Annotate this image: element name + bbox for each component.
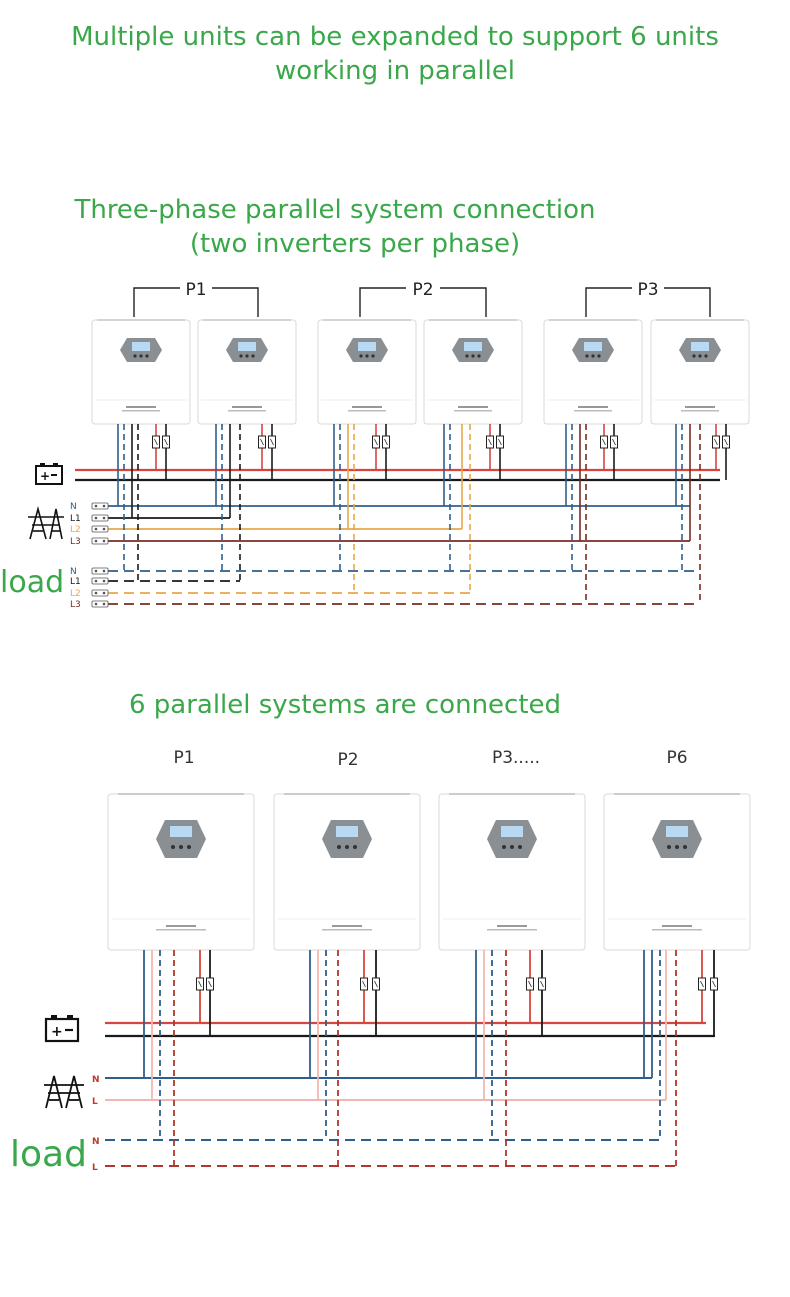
load-label-l2: L2 <box>70 589 81 599</box>
grid-label-l3: L3 <box>70 537 81 547</box>
svg-text:+: + <box>40 469 50 483</box>
power-tower-icon <box>44 1075 84 1109</box>
grid-label-l2: L2 <box>70 525 81 535</box>
phase-label-p2: P2 <box>412 280 433 300</box>
load-label-l1: L1 <box>70 577 81 587</box>
header-line-1: Multiple units can be expanded to suppor… <box>71 22 719 52</box>
inverter-unit <box>423 319 523 425</box>
grid-label-n: N <box>92 1075 100 1085</box>
power-tower-icon <box>28 505 64 540</box>
battery-icon: + <box>35 463 63 485</box>
inverter-unit <box>438 793 586 951</box>
phase-label-p1: P1 <box>185 280 206 300</box>
grid-label-l: L <box>92 1097 98 1107</box>
six-parallel-diagram: P1 P2 P3..... P6 <box>10 748 751 1175</box>
inverter-unit <box>650 319 750 425</box>
unit-label-p2: P2 <box>337 750 358 770</box>
inverter-unit <box>603 793 751 951</box>
header-line-2: working in parallel <box>274 56 516 86</box>
inverter-unit <box>91 319 191 425</box>
load-label-n: N <box>70 567 77 577</box>
grid-label-l1: L1 <box>70 514 81 524</box>
six-parallel-title: 6 parallel systems are connected <box>128 690 562 720</box>
load-label-l: L <box>92 1163 98 1173</box>
load-label: load <box>10 1134 87 1175</box>
unit-label-p1: P1 <box>173 748 194 768</box>
inverter-unit <box>543 319 643 425</box>
three-phase-title-2: (two inverters per phase) <box>189 229 521 259</box>
inverter-unit <box>317 319 417 425</box>
inverter-unit <box>273 793 421 951</box>
load-label: load <box>0 565 64 600</box>
inverter-unit <box>197 319 297 425</box>
inverter-unit <box>107 793 255 951</box>
unit-label-p6: P6 <box>666 748 687 768</box>
battery-icon: + <box>44 1015 80 1043</box>
three-phase-title-1: Three-phase parallel system connection <box>74 195 596 225</box>
unit-label-p3: P3..... <box>492 748 540 768</box>
phase-brackets <box>133 287 711 317</box>
three-phase-diagram: P1 P2 P3 <box>0 280 750 610</box>
svg-text:+: + <box>51 1024 63 1040</box>
grid-label-n: N <box>70 502 77 512</box>
load-label-n: N <box>92 1137 100 1147</box>
load-label-l3: L3 <box>70 600 81 610</box>
phase-label-p3: P3 <box>637 280 658 300</box>
